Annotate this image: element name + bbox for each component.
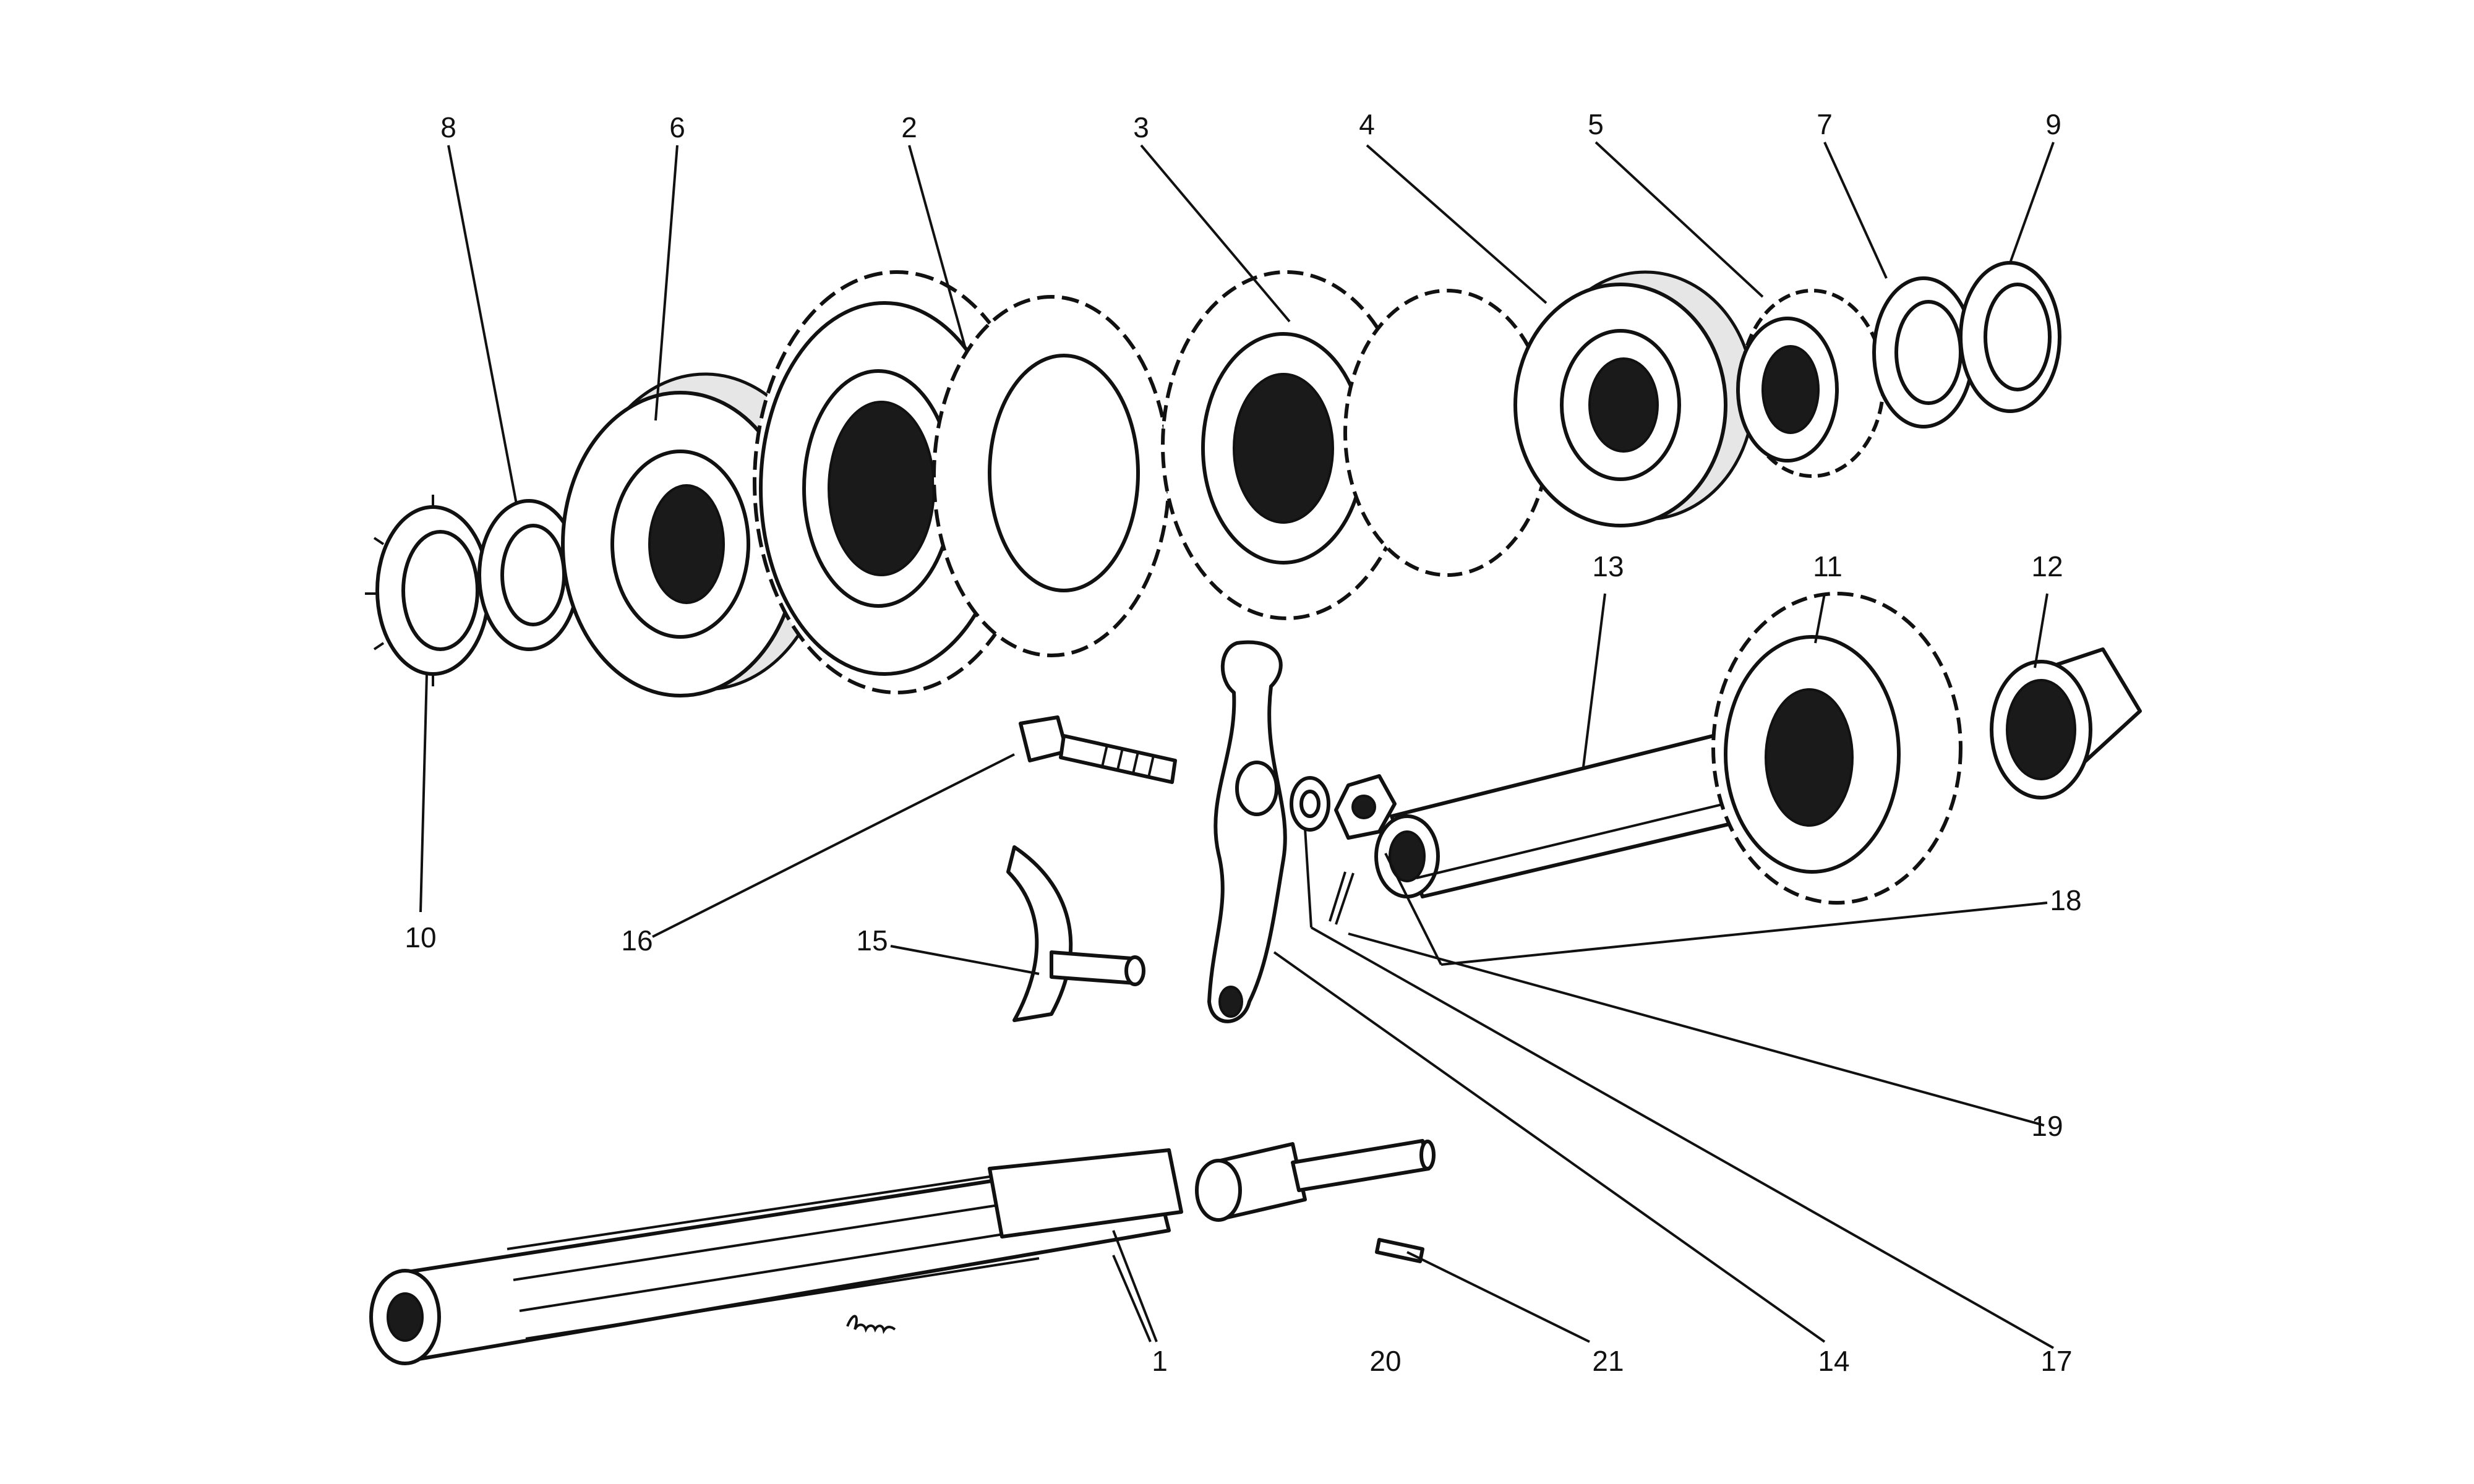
part-number-labels: 8 6 2 3 4 5 7 9 10 11 12 13 16 15 18 19 … (404, 108, 2081, 1377)
label-4: 4 (1359, 108, 1375, 140)
label-12: 12 (2031, 550, 2063, 582)
label-16: 16 (621, 924, 653, 957)
artist-signature (846, 1315, 896, 1334)
label-20: 20 (1369, 1345, 1401, 1377)
label-7: 7 (1817, 108, 1833, 140)
label-14: 14 (1818, 1345, 1849, 1377)
label-21: 21 (1592, 1345, 1624, 1377)
label-1: 1 (1152, 1345, 1168, 1377)
part-3-gear (1161, 270, 1551, 620)
part-13-shaft (1374, 728, 1765, 898)
label-11: 11 (1813, 550, 1843, 582)
part-17-washer (1290, 776, 1330, 832)
part-18-nut (1334, 774, 1397, 840)
part-11-gear (1711, 592, 1963, 905)
part-7-tab-washer (1872, 276, 1975, 429)
label-2: 2 (901, 111, 917, 143)
part-16-pivot-bolt (1019, 715, 1177, 784)
leader-lines (419, 141, 2055, 1349)
label-5: 5 (1588, 108, 1604, 140)
label-18: 18 (2050, 884, 2081, 916)
label-9: 9 (2045, 108, 2061, 140)
part-1-mainshaft (369, 1148, 1183, 1365)
label-3: 3 (1133, 111, 1149, 143)
part-14-lever (1207, 640, 1287, 1023)
label-15: 15 (856, 924, 888, 957)
part-15-shift-fork (1006, 845, 1145, 1022)
part-5-gear (1736, 289, 1885, 478)
label-6: 6 (669, 111, 685, 143)
part-20-bush (1195, 1139, 1436, 1222)
label-13: 13 (1592, 550, 1624, 582)
label-8: 8 (440, 111, 456, 143)
part-21-pin (1375, 1238, 1424, 1263)
part-4-bearing (1513, 270, 1755, 527)
label-17: 17 (2040, 1345, 2072, 1377)
label-10: 10 (404, 921, 436, 953)
part-2-gear (753, 270, 1171, 694)
part-9-ring-nut (1959, 261, 2061, 413)
part-10-ring-nut (365, 495, 490, 686)
part-19-split-pin (1329, 871, 1355, 925)
label-19: 19 (2031, 1110, 2063, 1142)
part-12-bushing (1990, 647, 2142, 800)
